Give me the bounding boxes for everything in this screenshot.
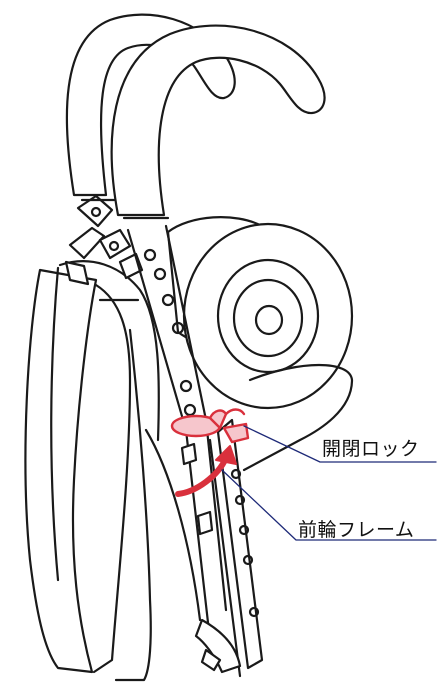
front-wheel-frame-label: 前輪フレーム: [298, 519, 415, 541]
red-rotation-arrow: [175, 445, 237, 497]
seat-fabric: [24, 260, 202, 682]
front-wheel-frame: [180, 418, 264, 678]
leader-lines: [221, 425, 437, 541]
lock-mechanism: [170, 408, 250, 444]
front-wheels: [166, 216, 354, 472]
lock-label: 開閉ロック: [322, 438, 420, 460]
